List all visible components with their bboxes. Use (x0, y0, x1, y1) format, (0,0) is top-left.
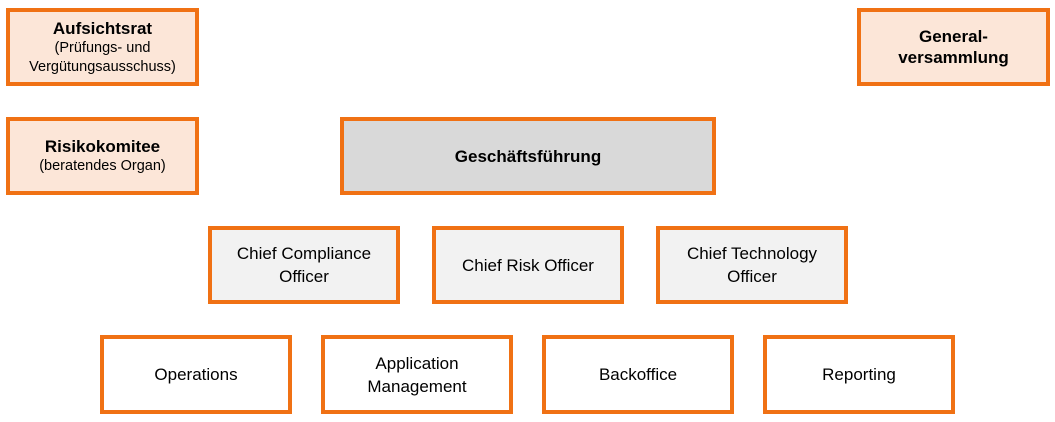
chief-compliance-officer-box: Chief Compliance Officer (208, 226, 400, 304)
cco-line1: Chief Compliance (236, 244, 372, 263)
generalversammlung-title-line2: versammlung (898, 48, 1009, 67)
cco-line2: Officer (279, 267, 329, 286)
operations-box: Operations (100, 335, 292, 414)
appmgmt-line2: Management (367, 376, 467, 396)
risikokomitee-box: Risikokomitee (beratendes Organ) (6, 117, 199, 195)
reporting-box: Reporting (763, 335, 955, 414)
geschaeftsfuehrung-box: Geschäftsführung (340, 117, 716, 195)
backoffice-label: Backoffice (598, 365, 678, 384)
chief-risk-officer-box: Chief Risk Officer (432, 226, 624, 304)
backoffice-box: Backoffice (542, 335, 734, 414)
aufsichtsrat-title: Aufsichtsrat (52, 18, 153, 38)
geschaeftsfuehrung-title: Geschäftsführung (454, 146, 602, 166)
risikokomitee-subtitle: (beratendes Organ) (39, 158, 166, 174)
cro-line1: Chief Risk Officer (462, 255, 594, 275)
reporting-label: Reporting (822, 365, 896, 384)
aufsichtsrat-subtitle-line2: Vergütungsausschuss) (29, 58, 176, 75)
risikokomitee-title: Risikokomitee (44, 137, 161, 156)
chief-technology-officer-box: Chief Technology Officer (656, 226, 848, 304)
appmgmt-line1: Application (375, 353, 459, 373)
aufsichtsrat-box: Aufsichtsrat (Prüfungs- und Vergütungsau… (6, 8, 199, 86)
generalversammlung-title-line1: General- (919, 27, 988, 46)
generalversammlung-box: General- versammlung (857, 8, 1050, 86)
cto-line1: Chief Technology (686, 244, 818, 263)
aufsichtsrat-subtitle-line1: (Prüfungs- und (54, 39, 151, 56)
application-management-box: Application Management (321, 335, 513, 414)
cto-line2: Officer (727, 267, 777, 286)
operations-label: Operations (154, 365, 238, 384)
